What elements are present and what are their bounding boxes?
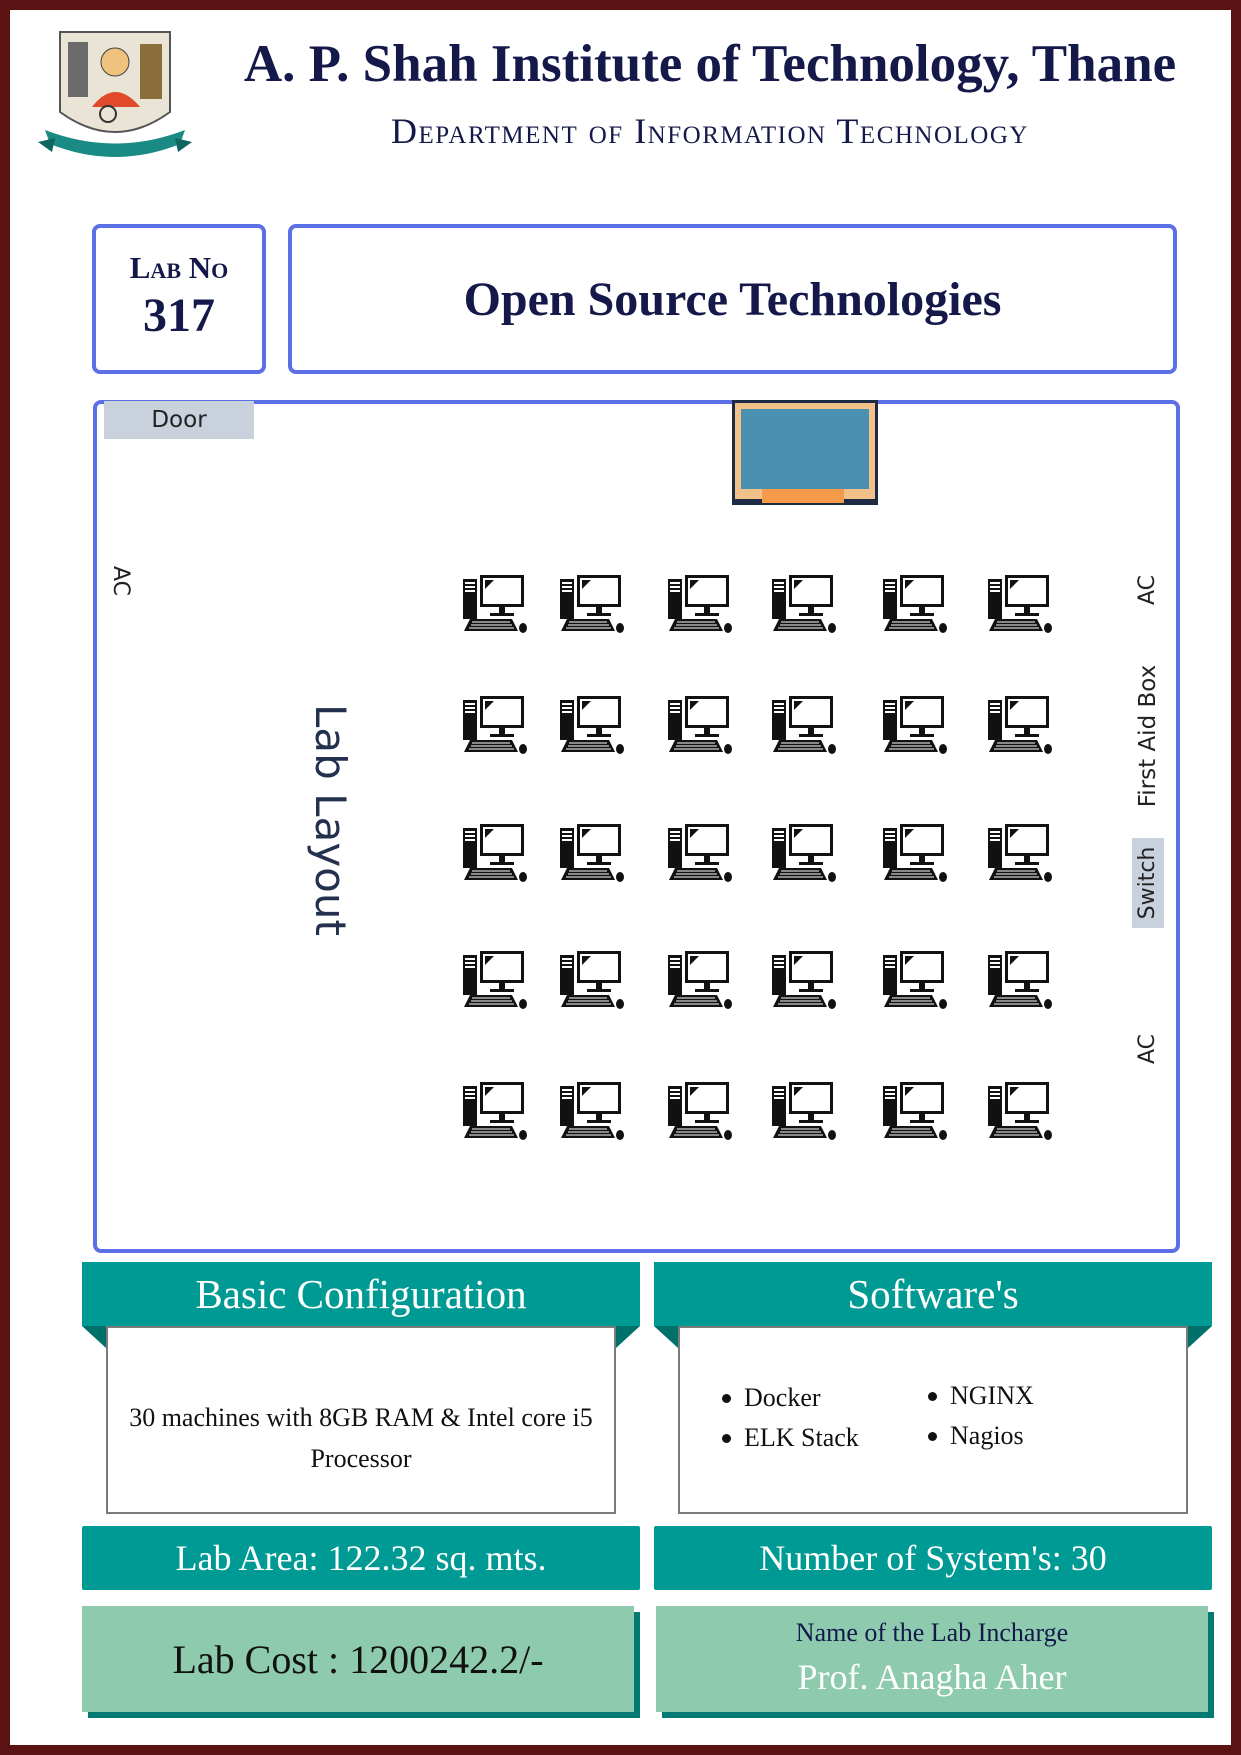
software-item: Nagios: [924, 1416, 1034, 1456]
software-list-right: NGINX Nagios: [924, 1376, 1034, 1456]
ac-right-bottom-label: AC: [1135, 1033, 1160, 1065]
config-body: 30 machines with 8GB RAM & Intel core i5…: [106, 1326, 616, 1514]
desktop-computer-icon: [771, 1080, 837, 1142]
desktop-computer-icon: [882, 573, 948, 635]
lab-subject-box: Open Source Technologies: [288, 224, 1177, 374]
ac-left-label: AC: [108, 565, 133, 597]
desktop-computer-icon: [771, 949, 837, 1011]
desktop-computer-icon: [559, 694, 625, 756]
first-aid-box-label: First Aid Box: [1135, 664, 1161, 808]
lab-cost: Lab Cost : 1200242.2/-: [172, 1636, 544, 1682]
software-item: Docker: [718, 1378, 859, 1418]
desktop-computer-icon: [987, 573, 1053, 635]
lab-subject: Open Source Technologies: [463, 272, 1002, 326]
institute-logo: [38, 31, 192, 157]
lab-cost-box: Lab Cost : 1200242.2/-: [82, 1606, 634, 1712]
lab-number-label: Lab No: [129, 250, 229, 285]
software-title: Software's: [654, 1262, 1212, 1326]
desktop-computer-icon: [462, 573, 528, 635]
institute-name: A. P. Shah Institute of Technology, Than…: [243, 35, 1177, 93]
software-list-left: Docker ELK Stack: [718, 1378, 859, 1458]
software-body: Docker ELK Stack NGINX Nagios: [678, 1326, 1188, 1514]
lab-incharge-name: Prof. Anagha Aher: [797, 1657, 1067, 1697]
config-panel: Basic Configuration 30 machines with 8GB…: [82, 1262, 654, 1524]
ribbon-fold: [1188, 1326, 1212, 1348]
ribbon-fold: [82, 1326, 106, 1348]
department-name: Department of Information Technology: [391, 111, 1029, 151]
software-panel: Software's Docker ELK Stack NGINX Nagios: [654, 1262, 1222, 1524]
desktop-computer-icon: [987, 822, 1053, 884]
desktop-computer-icon: [559, 822, 625, 884]
desktop-computer-icon: [667, 822, 733, 884]
desktop-computer-icon: [667, 949, 733, 1011]
lab-area: Lab Area: 122.32 sq. mts.: [82, 1526, 640, 1590]
desktop-computer-icon: [882, 949, 948, 1011]
lab-incharge-box: Name of the Lab Incharge Prof. Anagha Ah…: [656, 1606, 1208, 1712]
lab-number: 317: [143, 289, 215, 342]
desktop-computer-icon: [987, 1080, 1053, 1142]
desktop-computer-icon: [882, 694, 948, 756]
software-item: ELK Stack: [718, 1418, 859, 1458]
lab-number-box: Lab No 317: [92, 224, 266, 374]
ribbon-fold: [616, 1326, 640, 1348]
desktop-computer-icon: [462, 1080, 528, 1142]
desktop-computer-icon: [987, 694, 1053, 756]
number-of-systems: Number of System's: 30: [654, 1526, 1212, 1590]
desktop-computer-icon: [987, 949, 1053, 1011]
desktop-computer-icon: [771, 822, 837, 884]
whiteboard-icon: [732, 400, 878, 505]
ac-right-top-label: AC: [1135, 574, 1160, 606]
desktop-computer-icon: [771, 573, 837, 635]
desktop-computer-icon: [559, 573, 625, 635]
desktop-computer-icon: [559, 1080, 625, 1142]
desktop-computer-icon: [462, 694, 528, 756]
config-text: 30 machines with 8GB RAM & Intel core i5…: [129, 1403, 593, 1473]
desktop-computer-icon: [882, 822, 948, 884]
desktop-computer-icon: [882, 1080, 948, 1142]
desktop-computer-icon: [559, 949, 625, 1011]
ribbon-fold: [654, 1326, 678, 1348]
lab-layout-title: Lab Layout: [306, 704, 355, 936]
desktop-computer-icon: [667, 573, 733, 635]
switch-label: Switch: [1132, 838, 1164, 928]
desktop-computer-icon: [667, 694, 733, 756]
door-label: Door: [104, 401, 254, 439]
desktop-computer-icon: [771, 694, 837, 756]
desktop-computer-icon: [462, 949, 528, 1011]
software-item: NGINX: [924, 1376, 1034, 1416]
lab-incharge-label: Name of the Lab Incharge: [795, 1618, 1069, 1647]
desktop-computer-icon: [462, 822, 528, 884]
desktop-computer-icon: [667, 1080, 733, 1142]
config-title: Basic Configuration: [82, 1262, 640, 1326]
